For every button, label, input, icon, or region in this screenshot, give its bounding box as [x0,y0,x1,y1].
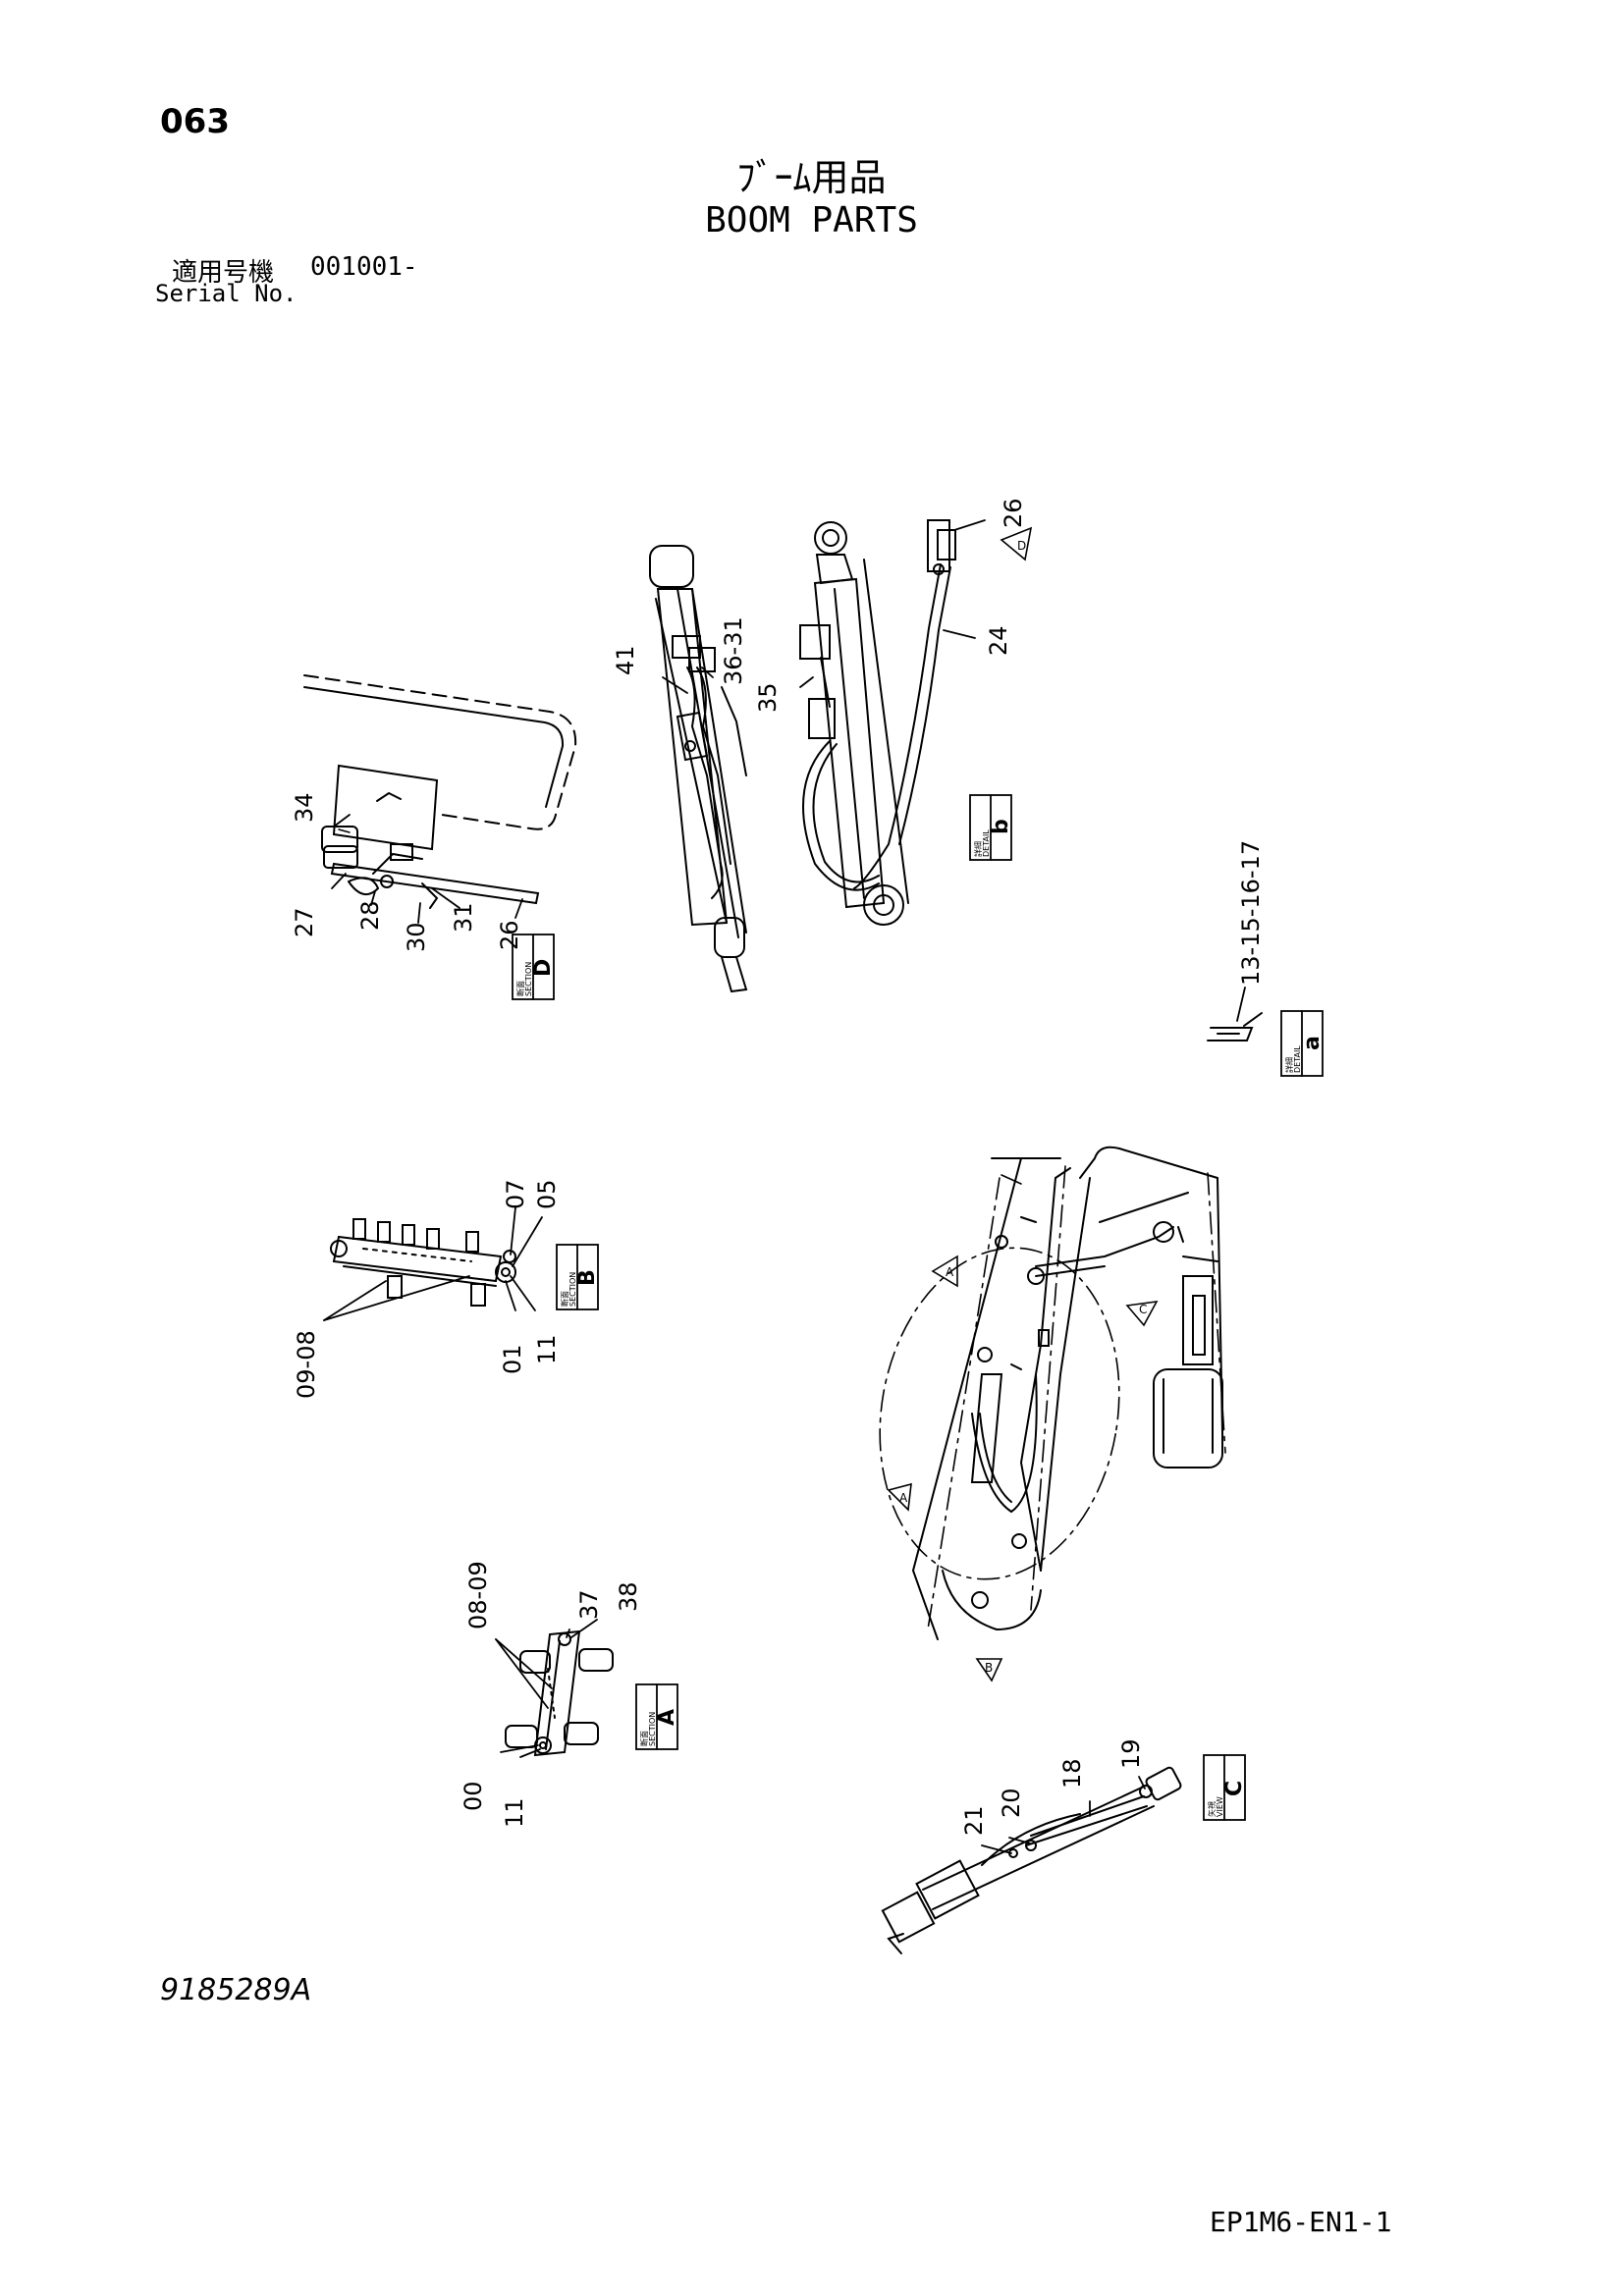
view-direction-arrows [887,526,1159,1682]
callout-00: 00 [460,1781,487,1811]
callout-41: 41 [612,645,639,675]
callout-26: 26 [496,920,523,950]
section-a-drawing [505,1629,614,1757]
callout-11-a: 11 [501,1797,528,1828]
serial-label-english: Serial No. [155,280,298,307]
callout-05: 05 [533,1179,561,1209]
callout-01: 01 [499,1344,526,1374]
callout-09-08: 09-08 [293,1330,320,1399]
tag-section-d-letter: D [531,959,556,977]
tag-section-b-en: SECTION [568,1272,577,1307]
arrow-a-letter-upper: A [946,1265,954,1279]
tag-detail-b-jp: 詳細 [973,841,983,857]
callout-20: 20 [998,1788,1025,1818]
callout-30: 30 [403,922,430,952]
callout-28: 28 [356,900,384,931]
callout-24: 24 [985,625,1012,656]
arrow-b-letter: B [985,1661,993,1675]
tag-section-a-jp: 断面 [639,1731,649,1746]
callout-35: 35 [754,682,782,713]
callout-21: 21 [960,1805,988,1836]
serial-number-value: 001001- [310,252,418,282]
document-code: EP1M6-EN1-1 [1210,2206,1392,2238]
callout-07: 07 [502,1179,529,1209]
serial-label-japanese: 適用号機 [172,258,275,288]
callout-27: 27 [291,907,318,937]
section-d-drawing [303,674,577,909]
tag-section-b-jp: 断面 [560,1291,569,1307]
tag-frames [512,794,1324,1821]
arrow-a-letter-lower: A [899,1491,908,1505]
tag-section-b-letter: B [575,1269,600,1286]
drawing-number: 9185289A [160,1973,312,2007]
callout-11-b: 11 [533,1334,561,1364]
callout-37: 37 [575,1589,603,1620]
callout-31: 31 [450,902,477,933]
view-c-drawing [881,1766,1182,1954]
tag-view-c-jp: 矢視 [1207,1801,1217,1817]
boom-assembly-main [911,1146,1223,1640]
arrow-c-letter: C [1139,1303,1147,1316]
callout-13-15-16-17: 13-15-16-17 [1237,840,1265,986]
tag-section-d-en: SECTION [524,962,533,996]
boom-cylinder-detail-b [799,519,956,926]
tag-view-c-letter: C [1222,1781,1247,1796]
detail-a-fitting [1207,1012,1263,1041]
leader-lines [323,519,1246,1854]
boom-cylinder-upper-left [649,545,748,993]
tag-detail-a-jp: 詳細 [1284,1057,1294,1073]
callout-34: 34 [291,792,318,823]
tag-section-d-jp: 断面 [515,981,525,996]
tag-detail-a-en: DETAIL [1293,1045,1302,1073]
title-english: BOOM PARTS [705,200,918,240]
title-japanese: ﾌﾞｰﾑ用品 [736,156,887,199]
tag-section-a-en: SECTION [648,1712,657,1746]
callout-26-top: 26 [1000,498,1027,528]
tag-section-a-letter: A [655,1709,679,1726]
callout-19: 19 [1117,1738,1145,1769]
tag-detail-b-en: DETAIL [982,829,991,857]
callout-08-09: 08-09 [464,1561,492,1629]
callout-18: 18 [1058,1758,1086,1789]
tag-detail-a-letter: a [1300,1036,1325,1050]
arrow-d-letter: D [1017,539,1026,553]
tag-detail-b-letter: b [989,819,1013,834]
section-b-drawing [330,1218,516,1307]
page-number: 063 [160,102,230,141]
callout-36-31: 36-31 [720,616,747,685]
callout-38: 38 [615,1581,642,1612]
tag-view-c-en: VIEW [1216,1796,1224,1817]
